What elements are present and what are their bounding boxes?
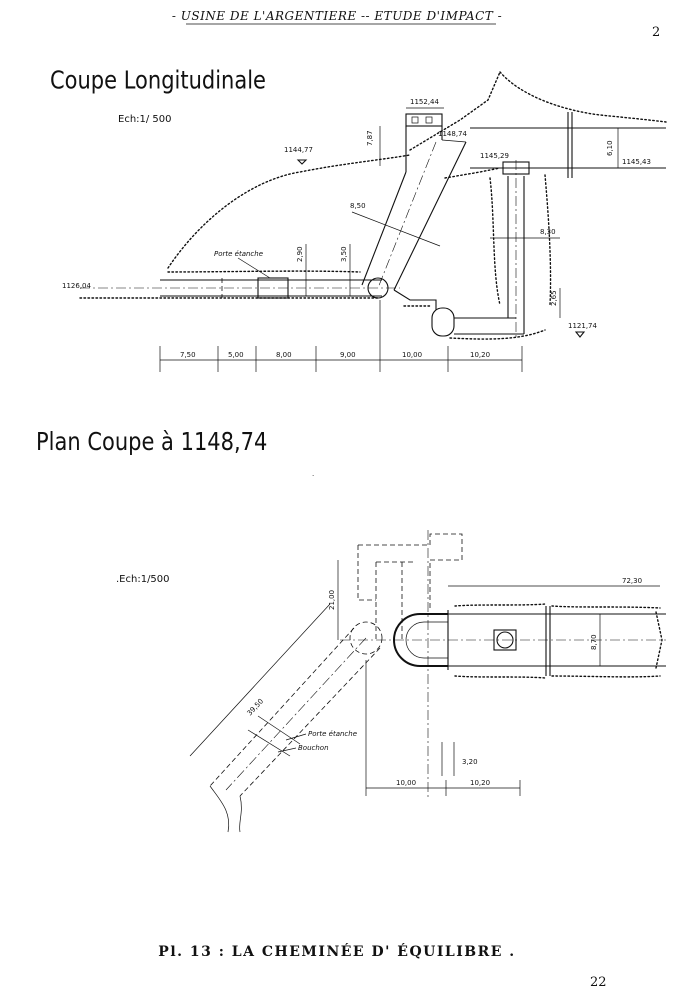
plate-caption: Pl. 13 : LA CHEMINÉE D' ÉQUILIBRE .	[158, 942, 515, 960]
plan-shaft-circle	[496, 631, 514, 649]
dim-8-70: 8,70	[590, 634, 598, 650]
dim-line-8-50	[351, 211, 441, 247]
section2-scale: .Ech:1/500	[116, 574, 170, 585]
leader-porte-1	[237, 257, 271, 279]
terrain-left-hill	[167, 154, 411, 269]
plan-break-left	[209, 785, 230, 833]
page-number: 22	[590, 975, 607, 990]
terrain-bottom	[403, 305, 546, 340]
dim-8-30: 8,30	[540, 228, 556, 236]
plan-rock-end	[655, 611, 663, 669]
shaft-top-opening-2	[425, 116, 433, 124]
terrain-upper	[409, 71, 501, 151]
terrain-top-right	[499, 71, 667, 123]
incline-left-wall	[361, 171, 407, 286]
section2-title: Plan Coupe à 1148,74	[36, 427, 267, 456]
dim-3-50: 3,50	[340, 246, 348, 262]
bottom-dim-10-20: 10,20	[470, 351, 490, 359]
elev-marker-1121	[574, 331, 586, 338]
plan-break-right	[239, 795, 242, 833]
terrain-lower-left	[167, 270, 361, 273]
dim-2-65: 2,65	[550, 290, 558, 306]
plan-incline-right	[239, 647, 381, 797]
dim-2-90: 2,90	[296, 246, 304, 262]
dim-8-50: 8,50	[350, 202, 366, 210]
plan-rock-bottom	[454, 675, 661, 679]
chamber-inner	[405, 621, 448, 659]
dim-21-00: 21,00	[328, 590, 336, 610]
page-header: - USINE DE L'ARGENTIERE -- ETUDE D'IMPAC…	[172, 9, 502, 23]
label-bouchon: Bouchon	[298, 744, 329, 752]
plan-shaft-base	[349, 621, 383, 655]
plan-dim-10-00: 10,00	[396, 779, 416, 787]
dim-6-10: 6,10	[606, 140, 614, 156]
incline-centerline	[377, 141, 437, 289]
plan-section: Plan Coupe à 1148,74 .Ech:1/500 21,00 72…	[36, 427, 666, 833]
plan-door-line-1	[247, 729, 291, 757]
elev-1148-74: 1148,74	[438, 130, 467, 138]
shaft-top-block	[405, 113, 443, 127]
plan-dim-10-20: 10,20	[470, 779, 490, 787]
elev-1152-44: 1152,44	[410, 98, 439, 106]
incline-right-wall	[393, 141, 467, 291]
incline-top-edge	[441, 139, 467, 143]
plan-shaft-box	[493, 629, 517, 651]
dim-line-39-50	[189, 603, 331, 757]
dim-3-20: 3,20	[462, 758, 478, 766]
shaft-top-opening-1	[411, 116, 419, 124]
dim-72-30: 72,30	[622, 577, 642, 585]
elev-1145-43: 1145,43	[622, 158, 651, 166]
corner-mark: 2	[652, 25, 660, 40]
elev-marker-1144	[296, 159, 308, 165]
leader-porte-2	[285, 733, 307, 741]
plan-incline-centerline	[225, 637, 367, 791]
leader-bouchon	[277, 747, 297, 753]
sealed-door	[257, 277, 289, 299]
bottom-dim-10-00: 10,00	[402, 351, 422, 359]
elev-1121-74: 1121,74	[568, 322, 597, 330]
elev-1126-04: 1126,04	[62, 282, 91, 290]
bottom-dim-5-00: 5,00	[228, 351, 244, 359]
chamber-rounded-end	[393, 613, 448, 667]
dim-7-87: 7,87	[366, 130, 374, 146]
shaft-base-chamber	[367, 277, 389, 299]
terrain-right-edge	[544, 174, 552, 306]
section1-scale: Ech:1/ 500	[118, 114, 172, 125]
label-porte-etanche-1: Porte étanche	[214, 250, 263, 258]
bottom-dim-7-50: 7,50	[180, 351, 196, 359]
terrain-right-wall	[489, 177, 501, 306]
bottom-dim-8-00: 8,00	[276, 351, 292, 359]
plan-rock-top	[454, 603, 661, 609]
label-porte-etanche-2: Porte étanche	[308, 730, 357, 738]
elev-1144-77: 1144,77	[284, 146, 313, 154]
bottom-dim-9-00: 9,00	[340, 351, 356, 359]
longitudinal-section: Coupe Longitudinale Ech:1/ 500	[50, 66, 667, 372]
section1-title: Coupe Longitudinale	[50, 66, 266, 95]
elev-1145-29: 1145,29	[480, 152, 509, 160]
plan-door-line-2	[257, 715, 301, 745]
dim-39-50: 39,50	[246, 697, 266, 717]
terrain-lower-right	[444, 167, 501, 179]
plan-incline-left	[209, 627, 355, 787]
lower-connection	[393, 289, 437, 310]
stray-mark: .	[312, 470, 314, 478]
lower-chamber	[431, 307, 455, 337]
projected-outline-left	[357, 545, 376, 601]
projected-outline-top	[358, 533, 463, 610]
